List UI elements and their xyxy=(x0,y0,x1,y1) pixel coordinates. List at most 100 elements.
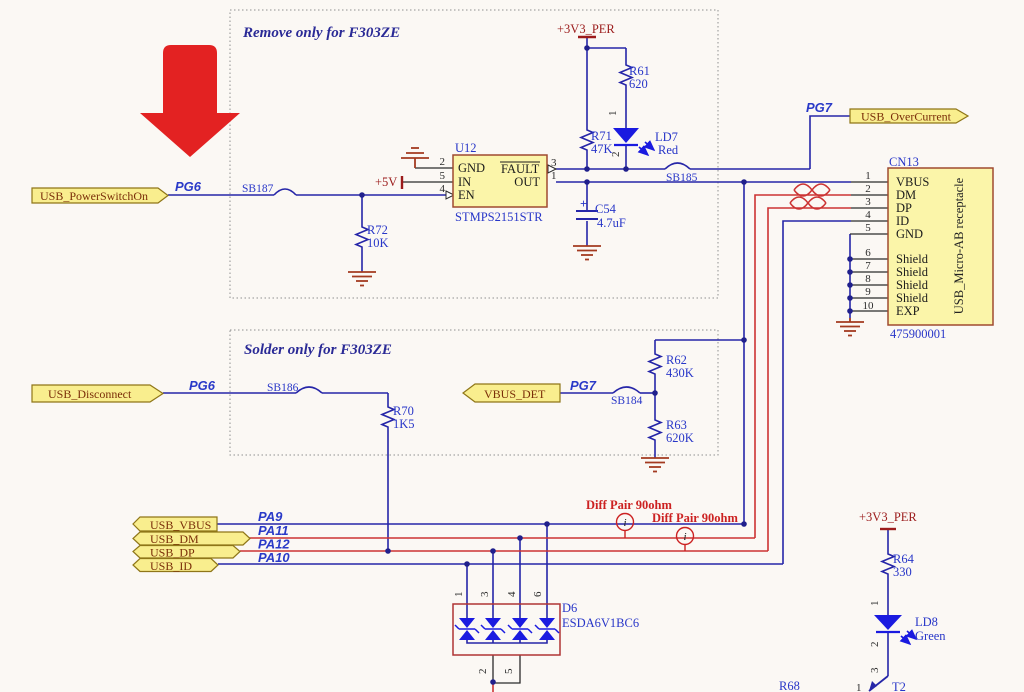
led-ld8-light-arrow xyxy=(899,634,912,646)
t2-transistor: T2 1 xyxy=(856,680,906,692)
cn13-pin-num: 6 xyxy=(865,247,871,259)
pin-stubs xyxy=(403,167,888,684)
resistor-r72 xyxy=(353,225,371,249)
u12-pin-en: EN xyxy=(458,188,475,202)
net-label-pa12: PA12 xyxy=(258,537,290,552)
power-label-3v3-bottom: +3V3_PER xyxy=(859,510,917,524)
red-wires xyxy=(240,194,851,692)
port-usb-disconnect xyxy=(31,384,165,403)
net-label-pg6-bottom: PG6 xyxy=(189,378,216,393)
u12-component: U12 STMPS2151STR GND IN EN FAULT OUT 2 5… xyxy=(440,141,558,224)
resistors xyxy=(353,63,897,576)
u12-num-1: 1 xyxy=(551,170,557,182)
power-label-5v: +5V xyxy=(375,175,397,189)
ld7-color: Red xyxy=(658,143,679,157)
cn13-pin-num: 9 xyxy=(865,286,871,298)
sb184-label: SB184 xyxy=(611,395,643,407)
cn13-pin-name: Shield xyxy=(896,278,929,292)
red-pointer-arrow xyxy=(140,45,240,157)
ground-c54-icon xyxy=(573,245,601,261)
diff-pair-label: Diff Pair 90ohm xyxy=(652,511,738,525)
resistor-r70 xyxy=(379,405,397,429)
r68-ref: R68 xyxy=(779,679,800,692)
r72-ref: R72 xyxy=(367,223,388,237)
c54-val: 4.7uF xyxy=(597,216,626,230)
sb185-label: SB185 xyxy=(666,172,698,184)
port-usb-dp xyxy=(132,544,241,559)
ground-cn13-icon xyxy=(836,318,864,337)
resistor-r71 xyxy=(578,128,596,152)
solder-bridges xyxy=(273,162,691,394)
t2-pin1: 1 xyxy=(856,682,862,692)
capacitor-c54: + C54 4.7uF xyxy=(576,197,626,230)
cn13-pin-name: GND xyxy=(896,227,923,241)
twisted-pair-icon xyxy=(789,196,827,210)
solder-box-title: Solder only for F303ZE xyxy=(244,342,392,358)
r62-val: 430K xyxy=(666,366,694,380)
resistor-r62 xyxy=(646,352,664,376)
ground-symbols xyxy=(348,147,864,473)
port-usb-dm xyxy=(132,531,251,546)
port-label-usb-id: USB_ID xyxy=(150,559,192,573)
net-label-pa10: PA10 xyxy=(258,550,290,565)
solder-option-box xyxy=(229,329,719,456)
ld8-pin1: 1 xyxy=(869,601,881,607)
d6-pin-num: 5 xyxy=(503,668,515,674)
cn13-pin-num: 3 xyxy=(865,196,871,208)
led-ld7-light-arrow xyxy=(637,145,650,157)
u12-num-3: 3 xyxy=(551,157,557,169)
cn13-pin-names: VBUS DM DP ID GND Shield Shield Shield S… xyxy=(896,175,929,318)
resistor-labels: R61 620 R71 47K R72 10K R70 1K5 R62 430K… xyxy=(367,64,915,692)
cn13-pin-num: 10 xyxy=(863,300,875,312)
cn13-part: 475900001 xyxy=(890,327,946,341)
resistor-r63 xyxy=(646,418,664,442)
u12-part: STMPS2151STR xyxy=(455,210,543,224)
led-ld8: LD8 Green 1 2 3 xyxy=(869,601,946,674)
ld7-ref: LD7 xyxy=(655,130,678,144)
r70-ref: R70 xyxy=(393,404,414,418)
net-label-pg7-bottom: PG7 xyxy=(570,378,597,393)
r63-ref: R63 xyxy=(666,418,687,432)
r71-ref: R71 xyxy=(591,129,612,143)
port-label-usb-vbus: USB_VBUS xyxy=(150,518,211,532)
twisted-pair-icon xyxy=(793,183,831,197)
diff-pair-label: Diff Pair 90ohm xyxy=(586,498,672,512)
c54-ref: C54 xyxy=(595,202,617,216)
cn13-pin-num: 7 xyxy=(865,260,871,272)
cn13-connector: CN13 475900001 USB_Micro-AB receptacle V… xyxy=(863,155,994,341)
port-label-usb-dm: USB_DM xyxy=(150,532,199,546)
led-ld8-icon xyxy=(874,615,902,630)
d6-diodes xyxy=(454,618,560,640)
led-ld7: LD7 Red 1 2 xyxy=(607,111,679,158)
cn13-body xyxy=(887,167,994,326)
u12-pin-fault: FAULT xyxy=(501,162,540,176)
sb186-arc xyxy=(295,386,323,394)
ld8-pin2: 2 xyxy=(869,642,881,648)
cn13-pin-name: Shield xyxy=(896,252,929,266)
net-label-pa9: PA9 xyxy=(258,509,283,524)
port-labels: USB_PowerSwitchOn USB_OverCurrent USB_Di… xyxy=(40,110,952,574)
cn13-pin-num: 2 xyxy=(865,183,871,195)
cn13-pin-num: 1 xyxy=(865,170,871,182)
d6-body xyxy=(452,603,561,656)
d6-pin-num: 4 xyxy=(506,591,518,597)
ld7-pin1: 1 xyxy=(607,111,619,117)
port-usb-overcurrent xyxy=(849,108,970,124)
cn13-pin-numbers: 1 2 3 4 5 6 7 8 9 10 xyxy=(863,170,875,312)
option-boxes xyxy=(229,9,719,456)
cn13-pin-name: EXP xyxy=(896,304,920,318)
c54-plus: + xyxy=(580,197,587,211)
cn13-pin-name: DP xyxy=(896,201,912,215)
junction-dots xyxy=(359,45,853,685)
r63-val: 620K xyxy=(666,431,694,445)
d6-part: ESDA6V1BC6 xyxy=(562,616,639,630)
port-label-vbus-det: VBUS_DET xyxy=(484,387,546,401)
sb187-arc xyxy=(273,188,297,196)
cn13-receptacle-label: USB_Micro-AB receptacle xyxy=(952,177,966,314)
ground-r63-icon xyxy=(641,457,669,473)
cn13-pin-name: DM xyxy=(896,188,916,202)
cn13-pin-name: ID xyxy=(896,214,909,228)
cn13-pin-name: Shield xyxy=(896,265,929,279)
